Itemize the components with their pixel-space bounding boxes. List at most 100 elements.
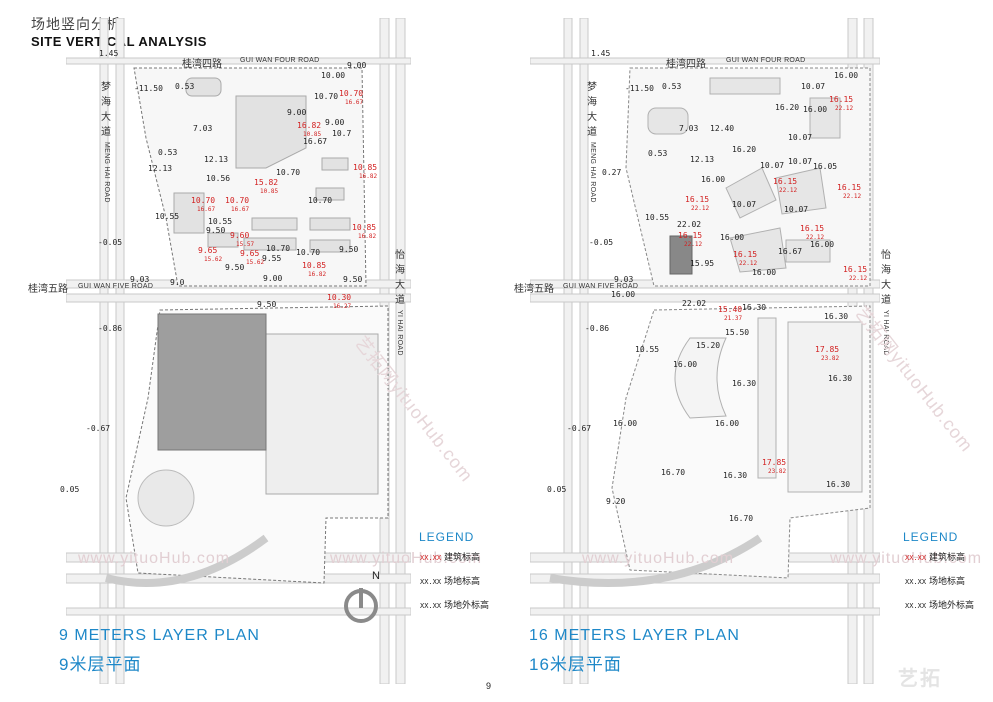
site-elevation: 16.30 [828, 374, 853, 383]
road-label-meng-hai-cn-2: 梦海大道 [587, 82, 597, 138]
outside-elevation: -0.05 [589, 238, 614, 247]
site-elevation: 15.50 [725, 328, 750, 337]
site-elevation: 16.00 [611, 290, 636, 299]
site-elevation: 10.07 [788, 133, 813, 142]
site-elevation: 10.07 [801, 82, 826, 91]
panel-9m [66, 18, 411, 684]
road-label-gui-wan-four-en: GUI WAN FOUR ROAD [240, 57, 320, 64]
outside-elevation: 12.13 [690, 155, 715, 164]
site-elevation: 16.05 [813, 162, 838, 171]
plan-title-en: 16 METERS LAYER PLAN [529, 627, 740, 644]
site-elevation: 10.7 [332, 129, 352, 138]
outside-elevation: 0.05 [60, 485, 80, 494]
panel-16m [530, 18, 880, 684]
site-elevation: 22.02 [682, 299, 707, 308]
outside-elevation: -11.50 [625, 84, 654, 93]
outside-elevation: 0.53 [158, 148, 178, 157]
watermark: www.yituoHub.com [78, 550, 231, 567]
outside-elevation: -0.05 [98, 238, 123, 247]
road-label-gui-wan-five-en: GUI WAN FIVE ROAD [78, 283, 154, 290]
site-elevation: 16.00 [810, 240, 835, 249]
outside-elevation: 9.20 [606, 497, 626, 506]
site-elevation: 9.00 [347, 61, 367, 70]
site-elevation: 16.30 [723, 471, 748, 480]
north-arrow-icon [343, 572, 383, 633]
plan-title-en: 9 METERS LAYER PLAN [59, 627, 260, 644]
site-elevation: 16.00 [803, 105, 828, 114]
outside-elevation: 0.53 [648, 149, 668, 158]
outside-elevation: 0.05 [547, 485, 567, 494]
site-elevation: 9.00 [325, 118, 345, 127]
outside-elevation: -0.86 [585, 324, 610, 333]
outside-elevation: 7.03 [193, 124, 213, 133]
site-elevation: 16.70 [661, 468, 686, 477]
brand-mark: 艺拓 [898, 668, 942, 690]
site-elevation: 10.70 [314, 92, 339, 101]
site-elevation: 9.50 [206, 226, 226, 235]
site-elevation: 10.55 [208, 217, 233, 226]
site-plan-9m [66, 18, 411, 684]
outside-elevation: 10.55 [155, 212, 180, 221]
site-elevation: 16.30 [824, 312, 849, 321]
road-label-gui-wan-five-cn: 桂湾五路 [28, 284, 68, 295]
site-elevation: 10.70 [296, 248, 321, 257]
outside-elevation: -0.86 [98, 324, 123, 333]
outside-elevation: 12.13 [204, 155, 229, 164]
site-elevation: 16.67 [778, 247, 803, 256]
road-label-yi-hai-cn-2: 怡海大道 [881, 250, 891, 306]
outside-elevation: 1.45 [99, 49, 119, 58]
road-label-yi-hai-en-2: YI HAI ROAD [882, 310, 889, 356]
site-elevation: 9.50 [343, 275, 363, 284]
outside-elevation: 9.03 [130, 275, 150, 284]
site-elevation: 9.55 [262, 254, 282, 263]
site-plan-16m [530, 18, 880, 684]
site-elevation: 16.30 [742, 303, 767, 312]
site-elevation: 10.00 [321, 71, 346, 80]
outside-elevation: 0.53 [662, 82, 682, 91]
site-elevation: 22.02 [677, 220, 702, 229]
site-elevation: 16.67 [303, 137, 328, 146]
site-elevation: 15.20 [696, 341, 721, 350]
watermark: www.yituoHub.com [582, 550, 735, 567]
outside-elevation: 16.00 [613, 419, 638, 428]
site-elevation: 9.00 [287, 108, 307, 117]
road-label-gui-wan-four-cn: 桂湾四路 [182, 59, 222, 70]
road-label-gui-wan-four-en-2: GUI WAN FOUR ROAD [726, 57, 806, 64]
site-elevation: 16.00 [701, 175, 726, 184]
road-label-gui-wan-five-en-2: GUI WAN FIVE ROAD [563, 283, 639, 290]
site-elevation: 15.95 [690, 259, 715, 268]
plan-title-cn: 9米层平面 [59, 655, 142, 674]
site-elevation: 9.50 [225, 263, 245, 272]
site-elevation: 16.20 [732, 145, 757, 154]
site-elevation: 10.70 [276, 168, 301, 177]
page-number: 9 [486, 681, 492, 691]
site-elevation: 10.07 [788, 157, 813, 166]
outside-elevation: 12.40 [710, 124, 735, 133]
outside-elevation: 1.45 [591, 49, 611, 58]
road-label-yi-hai-en: YI HAI ROAD [396, 310, 403, 356]
road-label-yi-hai-cn: 怡海大道 [395, 250, 405, 306]
site-elevation: 10.07 [732, 200, 757, 209]
site-elevation: 10.70 [308, 196, 333, 205]
